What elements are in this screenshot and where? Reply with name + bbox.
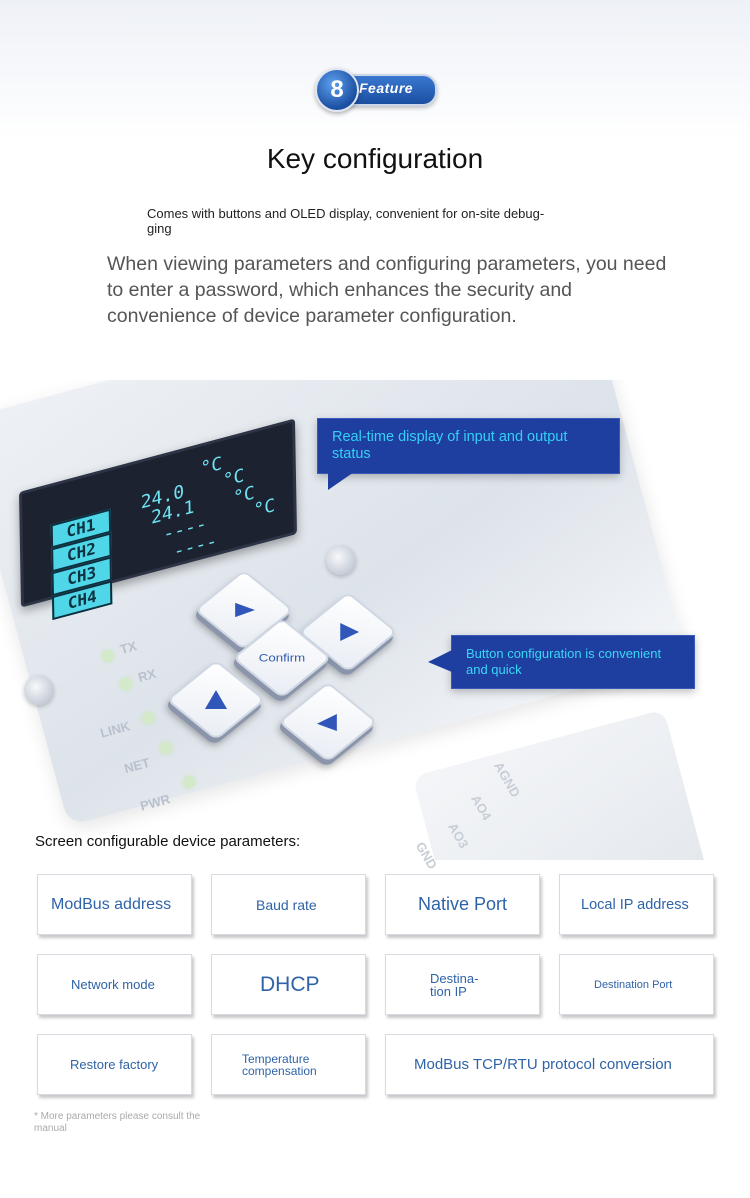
- triangle-right-icon: [340, 623, 360, 641]
- triangle-up-icon: [204, 690, 228, 709]
- feature-badge-text: Feature: [359, 80, 414, 96]
- param-protocol-conversion: ModBus TCP/RTU protocol conversion: [385, 1034, 714, 1095]
- display-callout-text: Real-time display of input and output st…: [332, 429, 568, 462]
- param-label: Temperature: [242, 1051, 310, 1066]
- param-native-port: Native Port: [385, 874, 540, 935]
- param-destination-ip: Destina- tion IP: [385, 954, 540, 1015]
- param-label: Local IP address: [581, 896, 689, 913]
- footnote: * More parameters please consult the man…: [34, 1111, 201, 1134]
- param-modbus-address: ModBus address: [37, 874, 192, 935]
- down-key-button[interactable]: [277, 681, 379, 763]
- param-label: Restore factory: [70, 1057, 159, 1072]
- buttons-callout-text: Button configuration is convenient and q…: [466, 646, 662, 677]
- subtitle-line-1: Comes with buttons and OLED display, con…: [147, 206, 545, 221]
- param-dhcp: DHCP: [211, 954, 366, 1015]
- param-label: DHCP: [260, 972, 320, 996]
- led-link: [142, 712, 154, 724]
- callout-pointer-icon: [428, 650, 452, 672]
- callout-pointer-icon: [328, 472, 354, 490]
- up-key-button[interactable]: [193, 569, 295, 651]
- led-tx: [102, 650, 114, 662]
- param-label: tion IP: [430, 983, 467, 999]
- right-key-button[interactable]: [297, 591, 399, 673]
- triangle-left-icon: [316, 713, 337, 731]
- param-label: ModBus address: [51, 895, 172, 913]
- triangle-right-icon: [235, 602, 256, 618]
- screw-left: [24, 675, 54, 705]
- param-destination-port: Destination Port: [559, 954, 714, 1015]
- params-title: Screen configurable device parameters:: [35, 833, 301, 850]
- page-title: Key configuration: [266, 143, 484, 174]
- feature-number: 8: [315, 68, 359, 112]
- param-local-ip: Local IP address: [559, 874, 714, 935]
- unit-label: °C: [200, 452, 223, 480]
- description: When viewing parameters and configuring …: [107, 253, 667, 327]
- confirm-key-label: Confirm: [258, 651, 306, 665]
- subtitle-line-2: ging: [147, 221, 172, 236]
- display-callout: Real-time display of input and output st…: [317, 418, 620, 474]
- param-label: Baud rate: [256, 896, 317, 913]
- param-temperature-compensation: Temperature compensation: [211, 1034, 366, 1095]
- led-pwr: [183, 776, 195, 788]
- param-label: Network mode: [71, 977, 155, 992]
- param-label: Destina-: [430, 970, 479, 986]
- led-rx: [120, 678, 132, 690]
- left-key-button[interactable]: [165, 659, 267, 741]
- param-label: Native Port: [418, 894, 508, 914]
- param-label: Destination Port: [594, 978, 673, 991]
- top-background: [0, 0, 750, 140]
- subtitle: Comes with buttons and OLED display, con…: [147, 206, 597, 236]
- led-net: [160, 742, 172, 754]
- buttons-callout: Button configuration is convenient and q…: [451, 635, 695, 689]
- unit-label: °C: [232, 482, 255, 509]
- param-baud-rate: Baud rate: [211, 874, 366, 935]
- param-network-mode: Network mode: [37, 954, 192, 1015]
- screw-right: [326, 545, 356, 575]
- unit-label: °C: [253, 494, 276, 522]
- feature-badge: Feature 8: [315, 68, 437, 112]
- param-label: ModBus TCP/RTU protocol conversion: [414, 1056, 672, 1073]
- param-label: compensation: [242, 1063, 317, 1078]
- param-restore-factory: Restore factory: [37, 1034, 192, 1095]
